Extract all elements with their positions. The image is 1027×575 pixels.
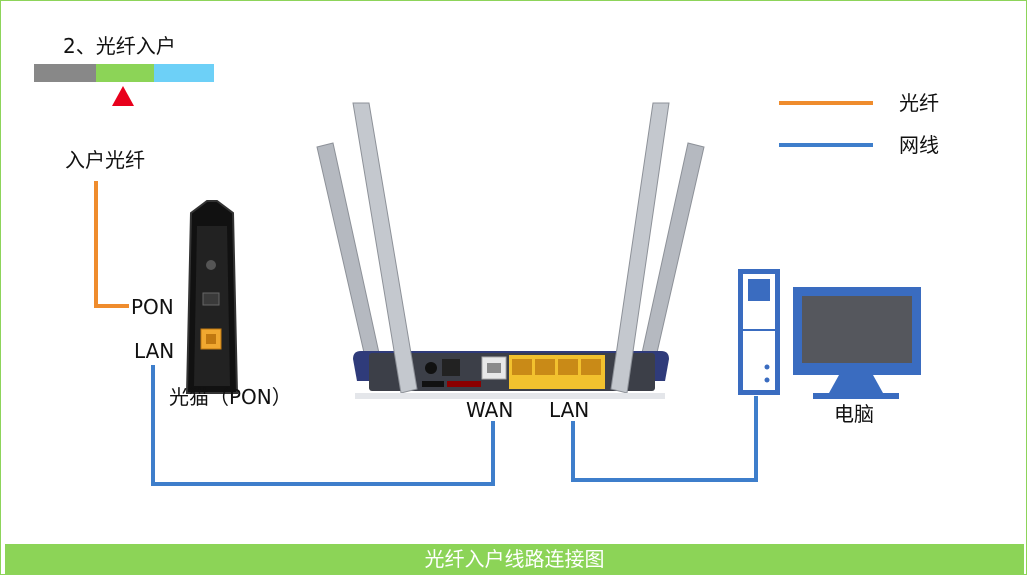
progress-segment-2 <box>96 64 154 82</box>
cable-router-to-computer <box>571 396 758 482</box>
progress-indicator-icon <box>112 86 134 106</box>
step-title: 2、光纤入户 <box>63 34 176 58</box>
progress-segment-3 <box>154 64 214 82</box>
wireless-router-icon <box>316 102 705 399</box>
fiber-line <box>94 181 129 308</box>
router-wan-port-label: WAN <box>466 398 513 422</box>
modem-lan-port-label: LAN <box>134 339 174 363</box>
modem-label: 光猫（PON） <box>169 385 292 409</box>
computer-icon <box>738 269 921 399</box>
fiber-in-label: 入户光纤 <box>65 148 145 172</box>
computer-label: 电脑 <box>834 402 874 426</box>
legend-cable-label: 网线 <box>899 133 939 157</box>
cable-modem-to-router <box>151 365 495 486</box>
progress-segment-1 <box>34 64 96 82</box>
pon-port-label: PON <box>131 295 174 319</box>
router-lan-port-label: LAN <box>549 398 589 422</box>
legend-fiber-label: 光纤 <box>899 91 939 115</box>
optical-modem-icon <box>185 200 239 394</box>
footer-caption: 光纤入户线路连接图 <box>5 544 1024 574</box>
